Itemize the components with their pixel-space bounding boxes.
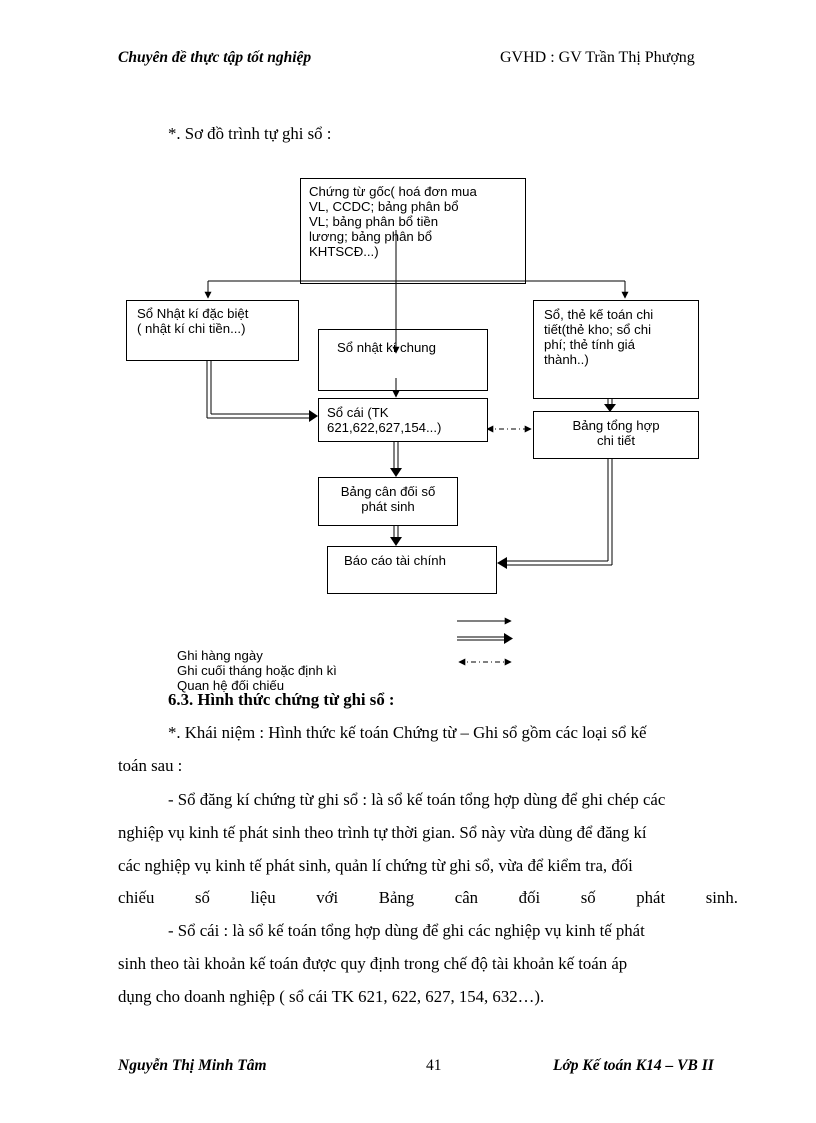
detail-ledger-line: tiết(thẻ kho; sổ chi [544, 322, 652, 337]
concept-paragraph-line-1: *. Khái niệm : Hình thức kế toán Chứng t… [168, 723, 740, 743]
trial-balance-line: Bảng cân đối số [340, 484, 436, 499]
word: chiếu [118, 888, 155, 907]
word: sinh. [705, 888, 738, 907]
word: với [316, 888, 339, 907]
register-line-3: các nghiệp vụ kinh tế phát sinh, quản lí… [118, 856, 633, 875]
word: phát [636, 888, 666, 907]
detail-summary-line: Bảng tổng hợp [572, 418, 660, 433]
legend-reconcile-label: Quan hệ đối chiếu [177, 678, 285, 693]
source-line: KHTSCĐ...) [309, 244, 379, 259]
special-journal-line: Sổ Nhật kí đặc biệt [137, 306, 249, 321]
register-line-4: chiếu số liệu với Bảng cân đối số phát s… [118, 888, 738, 908]
general-journal-box: Sổ nhật kí chung [318, 329, 488, 391]
special-journal-line: ( nhật kí chi tiền...) [137, 321, 246, 336]
word: liệu [250, 888, 276, 907]
source-line: Chứng từ gốc( hoá đơn mua [309, 184, 477, 199]
special-journal-to-ledger-arrow [206, 360, 318, 422]
summary-to-report-arrow [497, 459, 613, 569]
detail-ledger-box: Sổ, thẻ kế toán chi tiết(thẻ kho; sổ chi… [533, 300, 699, 399]
detail-summary-box: Bảng tổng hợp chi tiết [533, 411, 699, 459]
diagram-heading: *. Sơ đồ trình tự ghi sổ : [168, 124, 332, 143]
detail-ledger-line: phí; thẻ tính giá [544, 337, 635, 352]
word: Bảng [378, 888, 415, 907]
page-number: 41 [426, 1057, 442, 1074]
ledger-line-3: dụng cho doanh nghiệp ( sổ cái TK 621, 6… [118, 987, 545, 1006]
ledger-to-trial-balance-arrow [390, 442, 402, 477]
legend-periodic-label: Ghi cuối tháng hoặc định kì [177, 663, 337, 678]
word: đối [518, 888, 541, 907]
financial-report-box: Báo cáo tài chính [327, 546, 497, 594]
detail-ledger-line: Sổ, thẻ kế toán chi [544, 307, 654, 322]
general-journal-line: Sổ nhật kí chung [337, 340, 436, 355]
general-ledger-box: Sổ cái (TK 621,622,627,154...) [318, 398, 488, 442]
ledger-line: 621,622,627,154...) [327, 420, 442, 435]
source-line: lương; bảng phân bổ [309, 229, 433, 244]
financial-report-line: Báo cáo tài chính [344, 553, 446, 568]
word: số [580, 888, 596, 907]
source-line: VL, CCDC; bảng phân bổ [309, 199, 459, 214]
header-right: GVHD : GV Trần Thị Phượng [500, 49, 695, 66]
trial-balance-box: Bảng cân đối số phát sinh [318, 477, 458, 526]
legend-periodic-arrow [457, 633, 513, 644]
concept-text: *. Khái niệm : Hình thức kế toán Chứng t… [168, 723, 647, 742]
footer-class: Lớp Kế toán K14 – VB II [553, 1057, 714, 1074]
register-line-2: nghiệp vụ kinh tế phát sinh theo trình t… [118, 823, 647, 842]
ledger-line: Sổ cái (TK [327, 405, 389, 420]
source-documents-box: Chứng từ gốc( hoá đơn mua VL, CCDC; bảng… [300, 178, 526, 284]
ledger-line-2: sinh theo tài khoản kế toán được quy địn… [118, 954, 628, 973]
source-branch-connector [204, 280, 629, 299]
concept-paragraph-line-2: toán sau : [118, 756, 183, 775]
special-journal-box: Sổ Nhật kí đặc biệt ( nhật kí chi tiền..… [126, 300, 299, 361]
footer-author: Nguyễn Thị Minh Tâm [118, 1057, 267, 1074]
word: cân [454, 888, 479, 907]
legend-daily-label: Ghi hàng ngày [177, 648, 263, 663]
ledger-line-1: - Sổ cái : là sổ kế toán tổng hợp dùng đ… [168, 921, 645, 940]
register-line-1: - Sổ đăng kí chứng từ ghi sổ : là sổ kế … [168, 790, 666, 809]
section-title: 6.3. Hình thức chứng từ ghi sổ : [168, 690, 395, 709]
header-left: Chuyên đề thực tập tốt nghiệp [118, 49, 312, 66]
detail-to-summary-arrow [604, 398, 616, 412]
word: số [194, 888, 210, 907]
source-line: VL; bảng phân bổ tiền [309, 214, 439, 229]
trial-balance-line: phát sinh [361, 499, 415, 514]
trial-balance-to-report-arrow [390, 526, 402, 546]
detail-summary-line: chi tiết [596, 433, 636, 448]
detail-ledger-line: thành..) [544, 352, 589, 367]
